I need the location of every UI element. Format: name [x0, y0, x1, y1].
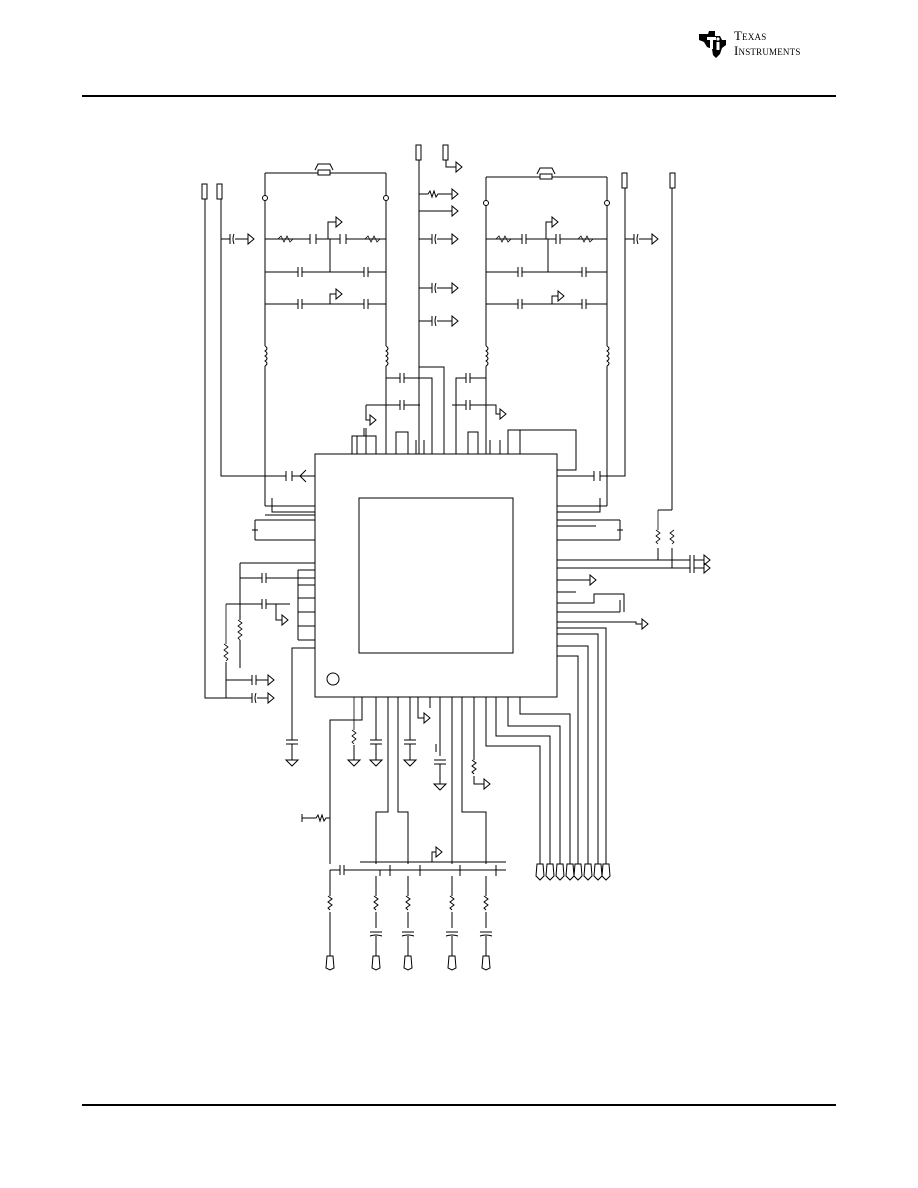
header-rule [82, 95, 836, 97]
ti-state-logo-icon [699, 31, 726, 58]
connector-icon [202, 145, 675, 199]
right-pin-network [557, 188, 710, 864]
connector-icon [372, 956, 380, 970]
ti-logo: Texas Instruments [696, 24, 841, 64]
logo-line-1: Texas [734, 28, 767, 43]
connector-icon [566, 864, 574, 880]
speaker-icon [486, 168, 607, 179]
left-output-network [221, 173, 389, 506]
bottom-connectors [326, 864, 610, 970]
ti-wordmark: Texas Instruments [734, 28, 801, 58]
inductor-icon [486, 346, 488, 366]
footer-rule [82, 1104, 836, 1106]
supply-decoupling [352, 160, 576, 470]
bottom-pin-network [302, 697, 570, 876]
connector-icon [602, 864, 610, 880]
right-output-network [484, 177, 659, 506]
connector-icon [584, 864, 592, 880]
ic-package-icon [315, 454, 557, 697]
connector-icon [574, 864, 582, 880]
speaker-icon [265, 164, 386, 175]
inductor-icon [607, 346, 609, 366]
connector-icon [546, 864, 554, 880]
left-pin-network [205, 199, 315, 766]
connector-icon [556, 864, 564, 880]
connector-icon [536, 864, 544, 880]
connector-icon [482, 956, 490, 970]
connector-icon [326, 956, 334, 970]
connector-icon [404, 956, 412, 970]
ic-pin-stubs [357, 428, 500, 454]
connector-icon [448, 956, 456, 970]
logo-line-2: Instruments [734, 43, 801, 58]
inductor-icon [386, 346, 388, 366]
connector-icon [594, 864, 602, 880]
inductor-icon [265, 346, 267, 366]
